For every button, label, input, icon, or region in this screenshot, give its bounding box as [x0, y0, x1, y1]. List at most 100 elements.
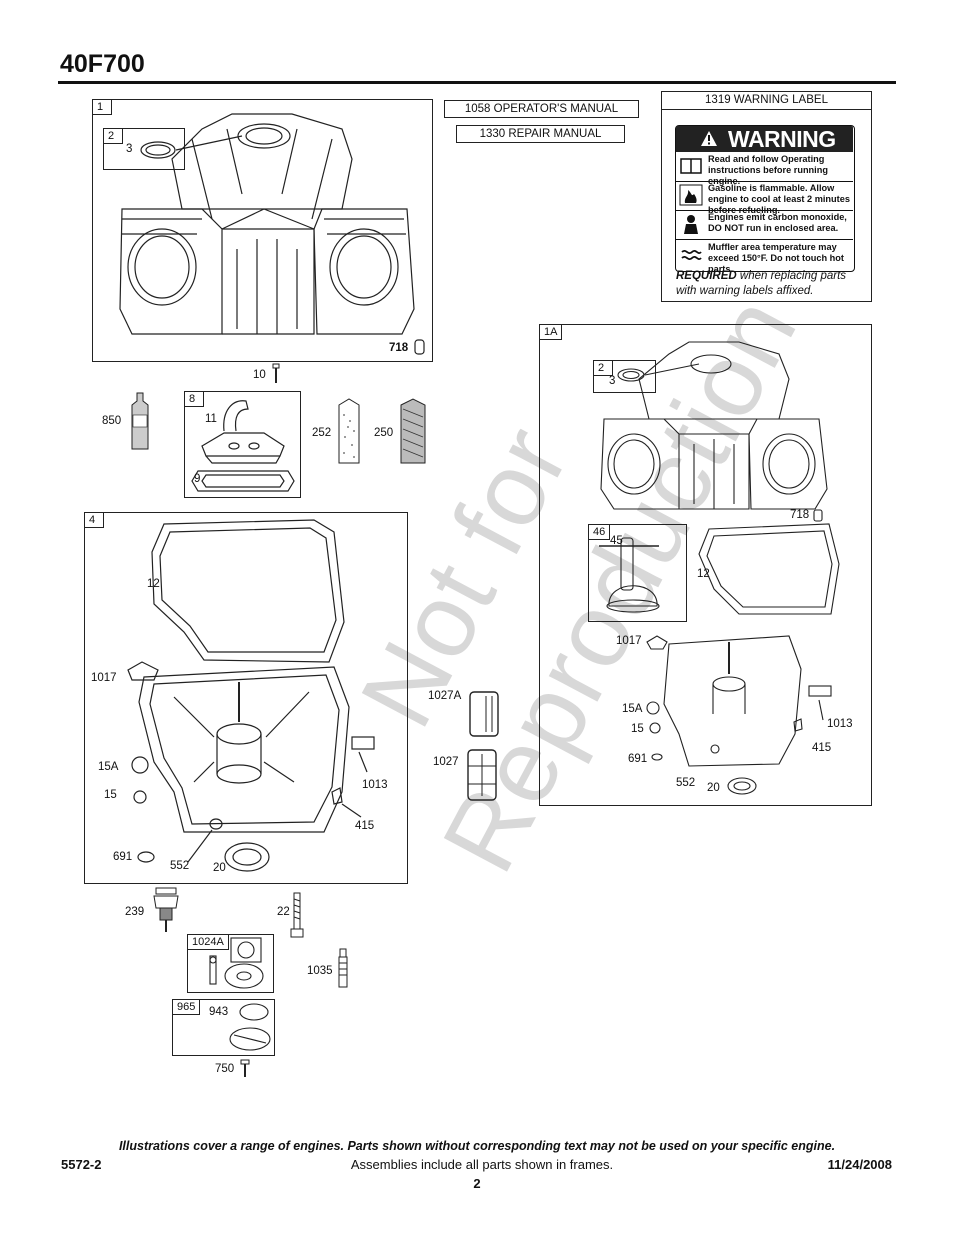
label-3: 3	[126, 143, 133, 155]
label-1017b: 1017	[616, 635, 642, 647]
frame-4-sump: 4	[84, 512, 408, 884]
repair-manual-box: 1330 REPAIR MANUAL	[456, 125, 625, 143]
breather-illustration	[191, 400, 295, 492]
carbon-monoxide-icon	[684, 215, 698, 234]
label-45: 45	[610, 535, 623, 547]
label-1017: 1017	[91, 672, 117, 684]
frame-tag-46: 46	[588, 524, 611, 540]
air-filter-250-icon	[400, 398, 426, 464]
frame-1A-cylinder: 1A 2 46	[539, 324, 872, 806]
frame-tag-4: 4	[84, 512, 104, 528]
label-718: 718	[389, 342, 409, 354]
warning-sign: WARNING Read and follow Operating instru…	[675, 125, 855, 274]
label-1027A: 1027A	[428, 690, 462, 702]
footer-page-number: 2	[473, 1176, 481, 1191]
operators-manual-box: 1058 OPERATOR'S MANUAL	[444, 100, 639, 118]
label-9: 9	[194, 473, 201, 485]
frame-tag-965: 965	[172, 999, 201, 1015]
header-rule	[58, 81, 896, 84]
frame-tag-1: 1	[92, 99, 112, 115]
label-3b: 3	[609, 375, 616, 387]
sump-illustration	[127, 519, 375, 872]
label-20b: 20	[707, 782, 720, 794]
frame-1024A-pump: 1024A	[187, 934, 274, 993]
page-title: 40F700	[60, 50, 145, 78]
warning-row-1-text: Read and follow Operating instructions b…	[708, 154, 828, 186]
required-rest: when replacing parts with warning labels…	[676, 270, 847, 297]
footer-note: Illustrations cover a range of engines. …	[118, 1139, 836, 1153]
label-12b: 12	[697, 568, 710, 580]
frame-tag-1024A: 1024A	[187, 934, 229, 950]
frame-tag-8: 8	[184, 391, 204, 407]
required-bold: REQUIRED	[676, 270, 737, 282]
warning-row-3-text: Engines emit carbon monoxide, DO NOT run…	[708, 212, 847, 233]
cylinder-1A-illustration	[599, 341, 840, 795]
frame-46-camshaft: 46	[588, 524, 687, 622]
oil-sensor-239-icon	[153, 887, 179, 932]
footer-date: 11/24/2008	[827, 1157, 892, 1172]
label-850: 850	[102, 415, 122, 427]
warning-heading: WARNING	[728, 126, 836, 152]
cylinder-block-illustration	[119, 113, 425, 355]
label-691: 691	[113, 851, 133, 863]
label-552b: 552	[676, 777, 696, 789]
frame-tag-2b: 2	[593, 360, 613, 376]
footer-doc-number: 5572-2	[61, 1157, 102, 1172]
label-12: 12	[147, 578, 160, 590]
label-10: 10	[253, 369, 266, 381]
label-15b: 15	[631, 723, 644, 735]
warning-label-caption: 1319 WARNING LABEL	[662, 92, 871, 110]
warning-row-4: Muffler area temperature may exceed 150°…	[676, 239, 853, 274]
label-750: 750	[215, 1063, 235, 1075]
label-15Ab: 15A	[622, 703, 643, 715]
label-415: 415	[355, 820, 375, 832]
cover-965-illustration	[229, 1003, 271, 1051]
fire-icon	[679, 184, 703, 206]
frame-tag-1A: 1A	[539, 324, 563, 340]
air-filter-252-icon	[338, 398, 360, 464]
sealant-tube-icon	[131, 392, 149, 450]
label-15A: 15A	[98, 761, 119, 773]
warning-row-4-text: Muffler area temperature may exceed 150°…	[708, 242, 844, 274]
frame-1-cylinder: 1 2	[92, 99, 433, 362]
footer-assemblies: Assemblies include all parts shown in fr…	[350, 1157, 614, 1172]
bolt-10-icon	[272, 363, 280, 383]
pin-1035-icon	[338, 948, 348, 988]
label-718b: 718	[790, 509, 810, 521]
warning-header: WARNING	[676, 126, 853, 152]
label-239: 239	[125, 906, 145, 918]
oil-filter-1027-icon	[467, 749, 497, 801]
frame-2-seal: 2	[103, 128, 185, 170]
warning-required-note: REQUIRED when replacing parts with warni…	[676, 269, 866, 299]
label-1013: 1013	[362, 779, 388, 791]
warning-row-2: Gasoline is flammable. Allow engine to c…	[676, 181, 853, 215]
label-11: 11	[205, 413, 217, 425]
label-22: 22	[277, 906, 290, 918]
hot-surface-icon	[681, 249, 702, 261]
label-1027: 1027	[433, 756, 459, 768]
label-250: 250	[374, 427, 394, 439]
label-691b: 691	[628, 753, 648, 765]
warning-row-1: Read and follow Operating instructions b…	[676, 152, 853, 186]
oil-filter-1027A-icon	[469, 691, 499, 737]
frame-tag-2: 2	[103, 128, 123, 144]
warning-row-2-text: Gasoline is flammable. Allow engine to c…	[708, 183, 850, 215]
frame-2b-seal: 2	[593, 360, 656, 393]
label-552: 552	[170, 860, 190, 872]
label-1013b: 1013	[827, 718, 853, 730]
label-943: 943	[209, 1006, 229, 1018]
screw-750-icon	[240, 1059, 250, 1077]
warning-label-frame: 1319 WARNING LABEL WARNING Read and foll…	[661, 91, 872, 302]
label-415b: 415	[812, 742, 832, 754]
label-252: 252	[312, 427, 332, 439]
frame-965-cover: 965	[172, 999, 275, 1056]
label-1035: 1035	[307, 965, 333, 977]
oil-pump-illustration	[209, 937, 264, 989]
dipstick-tube-22-icon	[290, 892, 304, 938]
label-15: 15	[104, 789, 117, 801]
label-20: 20	[213, 862, 226, 874]
warning-row-3: Engines emit carbon monoxide, DO NOT run…	[676, 210, 853, 240]
frame-8-breather: 8	[184, 391, 301, 498]
manual-book-icon	[680, 158, 702, 174]
warning-triangle-icon	[701, 131, 717, 146]
